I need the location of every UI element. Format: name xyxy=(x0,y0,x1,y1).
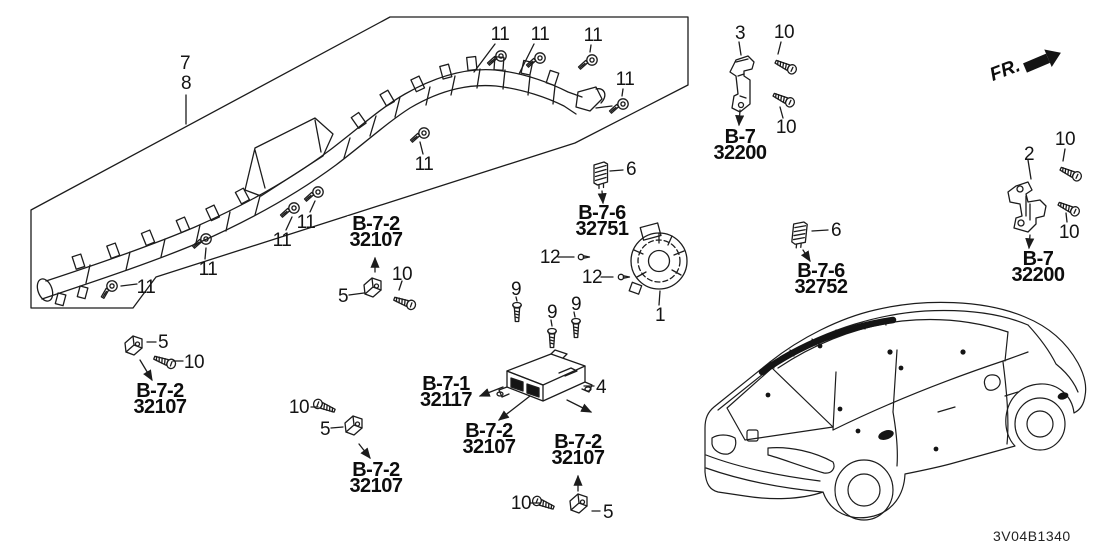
leaders-part3 xyxy=(735,41,784,127)
callout-10: 10 xyxy=(1058,222,1080,243)
callout-11: 11 xyxy=(414,154,434,175)
callout-12: 12 xyxy=(539,247,561,268)
side-sensor-6-rear xyxy=(593,161,609,190)
ref-b72-32107-bottom: B-7-2 32107 xyxy=(549,431,607,469)
impact-sensor-5-center xyxy=(344,415,363,436)
screw-10 xyxy=(1056,198,1082,219)
screw-9 xyxy=(512,301,522,323)
callout-6: 6 xyxy=(830,220,842,241)
group-border xyxy=(30,16,689,309)
side-sensor-6-front xyxy=(790,220,809,250)
callout-11: 11 xyxy=(136,277,156,298)
srs-unit xyxy=(496,349,593,402)
callout-5: 5 xyxy=(602,502,614,523)
leaders-srs xyxy=(478,296,595,421)
callout-10: 10 xyxy=(288,397,310,418)
car-outline xyxy=(704,301,1087,521)
callout-9: 9 xyxy=(570,294,582,315)
leaders-part5 xyxy=(139,256,601,512)
callout-11: 11 xyxy=(490,24,510,45)
callout-10: 10 xyxy=(775,117,797,138)
screw-10 xyxy=(1058,163,1084,184)
callout-11: 11 xyxy=(615,69,635,90)
ref-b76-32751: B-7-6 32751 xyxy=(573,202,631,240)
airbag-mounting-tabs xyxy=(71,55,560,270)
leaders-12 xyxy=(557,256,614,278)
callout-12: 12 xyxy=(581,267,603,288)
callout-9: 9 xyxy=(510,279,522,300)
screw-10 xyxy=(773,56,799,77)
callout-10: 10 xyxy=(1054,129,1076,150)
callout-11: 11 xyxy=(530,24,550,45)
fr-direction-arrow xyxy=(1023,49,1061,73)
callout-10: 10 xyxy=(183,352,205,373)
bracket-2 xyxy=(1007,181,1047,233)
impact-sensor-5-bottom xyxy=(569,493,588,514)
callout-5: 5 xyxy=(319,419,331,440)
callout-6: 6 xyxy=(625,159,637,180)
callout-5: 5 xyxy=(157,332,169,353)
screw-9 xyxy=(571,317,581,339)
screw-10 xyxy=(771,89,797,110)
callout-11: 11 xyxy=(296,212,316,233)
cable-reel xyxy=(628,222,688,306)
screw-12 xyxy=(617,273,631,281)
callout-3: 3 xyxy=(734,23,746,44)
screw-9 xyxy=(547,327,557,349)
impact-sensor-5-left xyxy=(124,335,143,356)
callout-7: 7 xyxy=(179,53,191,74)
callout-2: 2 xyxy=(1023,144,1035,165)
callout-9: 9 xyxy=(546,302,558,323)
screw-12 xyxy=(577,253,591,261)
ref-b76-32752: B-7-6 32752 xyxy=(792,260,850,298)
callout-11: 11 xyxy=(198,259,218,280)
ref-b72-32107-center: B-7-2 32107 xyxy=(347,459,405,497)
ref-b71-32117: B-7-1 32117 xyxy=(417,373,475,411)
leaders-part6 xyxy=(597,169,829,263)
callout-8: 8 xyxy=(180,73,192,94)
impact-sensor-5-mid xyxy=(363,277,382,298)
ref-b72-32107-roof: B-7-2 32107 xyxy=(347,213,405,251)
leaders-part2 xyxy=(1025,148,1068,250)
ref-b72-32107-srs: B-7-2 32107 xyxy=(460,420,518,458)
curtain-airbag-assembly xyxy=(36,55,606,307)
callout-10: 10 xyxy=(510,493,532,514)
bracket-3 xyxy=(729,55,755,113)
callout-10: 10 xyxy=(391,264,413,285)
callout-11: 11 xyxy=(583,25,603,46)
callout-11: 11 xyxy=(272,230,292,251)
diagram-code: 3V04B1340 xyxy=(993,528,1071,544)
callout-1: 1 xyxy=(654,305,666,326)
leader-lines-11 xyxy=(120,43,624,287)
ref-b7-32200-rear: B-7 32200 xyxy=(711,126,769,164)
callout-4: 4 xyxy=(595,377,607,398)
callout-10: 10 xyxy=(773,22,795,43)
callout-5: 5 xyxy=(337,286,349,307)
ref-b72-32107-left: B-7-2 32107 xyxy=(131,380,189,418)
screw-10 xyxy=(391,293,418,312)
ref-b7-32200-front: B-7 32200 xyxy=(1009,248,1067,286)
